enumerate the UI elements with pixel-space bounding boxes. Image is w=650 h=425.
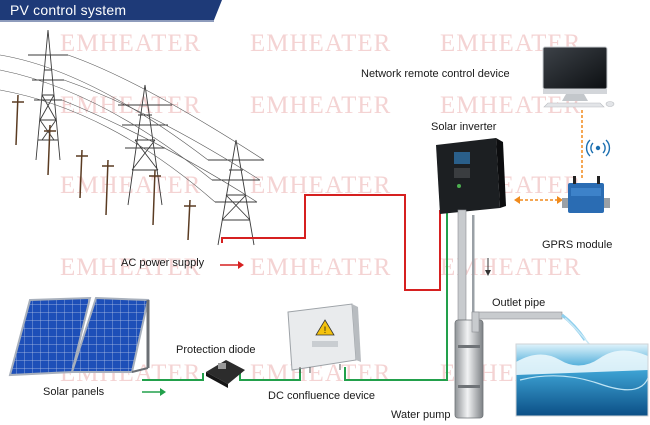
protection-diode-icon <box>206 360 245 388</box>
water-pump-icon <box>454 209 491 419</box>
dc-wire <box>142 210 448 381</box>
solar-panels-label: Solar panels <box>43 386 105 398</box>
page-title: PV control system <box>10 2 127 18</box>
title-banner <box>0 0 222 22</box>
dc-flow-arrow-icon <box>142 388 166 396</box>
ac-power-supply-label: AC power supply <box>121 257 205 269</box>
watermark: EMHEATER <box>250 30 392 57</box>
dc-confluence-device-icon: ! <box>287 303 361 373</box>
dc-confluence-label: DC confluence device <box>268 390 376 402</box>
signal-link <box>514 110 583 204</box>
outlet-pipe-label: Outlet pipe <box>492 297 546 309</box>
solar-inverter-label: Solar inverter <box>431 121 497 133</box>
wireless-signal-icon <box>585 139 611 157</box>
watermark: EMHEATER <box>60 172 202 199</box>
solar-panels-icon <box>8 296 150 377</box>
gprs-module-icon <box>562 176 610 213</box>
protection-diode-label: Protection diode <box>176 344 256 356</box>
ac-wire <box>221 194 441 291</box>
watermark: EMHEATER <box>60 92 202 119</box>
gprs-module-label: GPRS module <box>542 239 613 251</box>
monitor-icon <box>542 46 615 108</box>
water-tank-icon <box>515 343 649 417</box>
watermark: EMHEATER <box>60 30 202 57</box>
network-device-label: Network remote control device <box>361 68 510 80</box>
watermark: EMHEATER <box>250 254 392 281</box>
solar-inverter-icon <box>436 138 506 214</box>
water-pump-label: Water pump <box>391 409 451 421</box>
ac-flow-arrow-icon <box>220 261 244 269</box>
outlet-pipe-icon <box>471 311 591 346</box>
svg-text:!: ! <box>324 325 327 335</box>
watermark: EMHEATER <box>250 92 392 119</box>
watermark: EMHEATER <box>60 254 202 281</box>
power-towers-icon <box>0 29 265 246</box>
